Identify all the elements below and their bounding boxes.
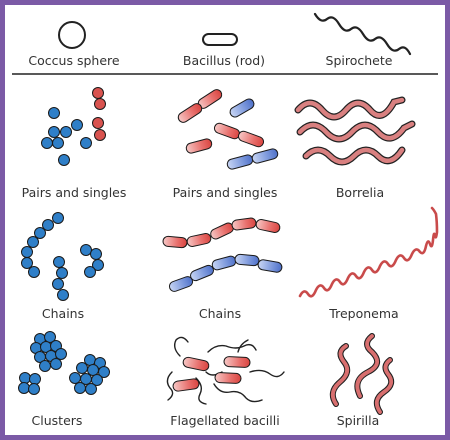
label-bacillus-chains: Chains <box>199 306 241 321</box>
flagellated-bacilli <box>166 336 285 405</box>
header-label-coccus: Coccus sphere <box>28 53 119 68</box>
treponema-spiral <box>298 206 439 298</box>
label-borrelia: Borrelia <box>336 185 384 200</box>
label-coccus-chains: Chains <box>42 306 84 321</box>
label-treponema: Treponema <box>328 306 398 321</box>
label-coccus-pairs: Pairs and singles <box>22 185 127 200</box>
label-flagellated-bacilli: Flagellated bacilli <box>170 413 279 428</box>
coccus-chains <box>21 212 104 301</box>
coccus-pairs-singles <box>41 87 106 166</box>
spirilla <box>329 333 395 415</box>
header-label-bacillus: Bacillus (rod) <box>183 53 265 68</box>
bacillus-rod-icon <box>202 33 238 46</box>
spirochete-icon <box>313 12 412 56</box>
coccus-clusters <box>18 331 110 395</box>
borrelia-spirals <box>294 96 416 166</box>
label-clusters: Clusters <box>32 413 83 428</box>
label-bacillus-pairs: Pairs and singles <box>173 185 278 200</box>
label-spirilla: Spirilla <box>337 413 380 428</box>
bacilli-pairs-singles <box>177 89 279 170</box>
coccus-sphere-icon <box>58 21 86 49</box>
header-label-spirochete: Spirochete <box>326 53 393 68</box>
bacillus-chains <box>162 217 283 292</box>
